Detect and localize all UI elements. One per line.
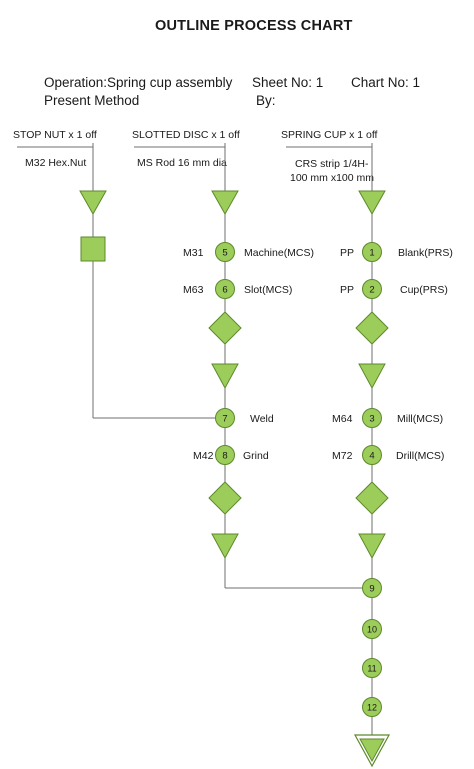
operation-number-2: 2 <box>369 285 374 296</box>
operation-number-10: 10 <box>367 625 377 635</box>
operation-circle-8 <box>215 445 235 465</box>
op4-code: M72 <box>332 450 353 462</box>
chart-number: Chart No: 1 <box>351 75 421 90</box>
op2-desc: Cup(PRS) <box>400 284 448 296</box>
spring-cup-inspection-diamond-2 <box>355 481 389 515</box>
sheet-number: Sheet No: 1 <box>252 75 324 90</box>
op4-desc: Drill(MCS) <box>396 450 444 462</box>
operation-circle-9 <box>362 578 382 598</box>
operation-circle-11 <box>362 658 382 678</box>
spring-cup-receipt-triangle <box>358 190 386 216</box>
spring-cup-storage-triangle-2 <box>358 533 386 560</box>
stop-nut-receipt-triangle <box>79 190 107 216</box>
spring-cup-storage-triangle-1 <box>358 363 386 390</box>
operation-circle-4 <box>362 445 382 465</box>
slotted-disc-inspection-diamond-2 <box>208 481 242 515</box>
op8-code: M42 <box>193 450 214 462</box>
method-label: Present Method <box>44 93 140 108</box>
slotted-disc-storage-triangle-2 <box>211 533 239 560</box>
operation-number-7: 7 <box>222 414 227 425</box>
op8-desc: Grind <box>243 450 269 462</box>
operation-circle-5 <box>215 242 235 262</box>
operation-number-6: 6 <box>222 285 227 296</box>
stop-nut-material-label: M32 Hex.Nut <box>25 157 87 169</box>
op3-desc: Mill(MCS) <box>397 413 443 425</box>
stop-nut-part-label: STOP NUT x 1 off <box>13 129 97 141</box>
operation-number-12: 12 <box>367 703 377 713</box>
op2-code: PP <box>340 284 354 296</box>
operation-number-1: 1 <box>369 248 374 259</box>
operation-circle-2 <box>362 279 382 299</box>
operation-circle-10 <box>362 619 382 639</box>
by-label: By: <box>256 93 276 108</box>
op6-code: M63 <box>183 284 204 296</box>
spring-cup-part-label: SPRING CUP x 1 off <box>281 129 378 141</box>
op5-desc: Machine(MCS) <box>244 247 314 259</box>
spring-cup-material-line1: CRS strip 1/4H- <box>295 158 369 170</box>
chart-title: OUTLINE PROCESS CHART <box>155 18 353 34</box>
operation-circle-7 <box>215 408 235 428</box>
op3-code: M64 <box>332 413 353 425</box>
operation-number-5: 5 <box>222 248 227 259</box>
slotted-disc-receipt-triangle <box>211 190 239 216</box>
slotted-disc-inspection-diamond-1 <box>208 311 242 345</box>
operation-circle-3 <box>362 408 382 428</box>
operation-number-8: 8 <box>222 451 227 462</box>
op5-code: M31 <box>183 247 204 259</box>
final-storage-triangle-inner <box>359 738 385 763</box>
operation-circle-6 <box>215 279 235 299</box>
operation-circle-1 <box>362 242 382 262</box>
operation-number-4: 4 <box>369 451 374 462</box>
stop-nut-inspection-square <box>80 236 106 262</box>
operation-number-11: 11 <box>367 664 376 674</box>
spring-cup-inspection-diamond-1 <box>355 311 389 345</box>
operation-number-9: 9 <box>369 584 374 595</box>
op7-desc: Weld <box>250 413 274 425</box>
operation-number-3: 3 <box>369 414 374 425</box>
slotted-disc-material-label: MS Rod 16 mm dia <box>137 157 227 169</box>
slotted-disc-part-label: SLOTTED DISC x 1 off <box>132 129 240 141</box>
op1-code: PP <box>340 247 354 259</box>
operation-circle-12 <box>362 697 382 717</box>
op6-desc: Slot(MCS) <box>244 284 292 296</box>
spring-cup-material-line2: 100 mm x100 mm <box>290 172 375 184</box>
op1-desc: Blank(PRS) <box>398 247 453 259</box>
slotted-disc-storage-triangle-1 <box>211 363 239 390</box>
operation-label: Operation:Spring cup assembly <box>44 75 233 90</box>
